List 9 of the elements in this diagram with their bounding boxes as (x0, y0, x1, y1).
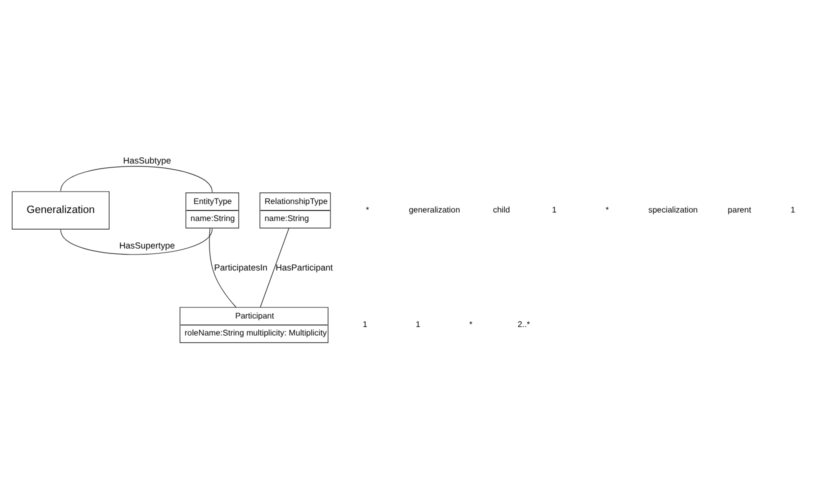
node-box: Generalization (11, 191, 109, 230)
edge-label: ParticipatesIn (214, 262, 267, 272)
edge-label: HasSubtype (122, 155, 171, 166)
edge-label: HasSupertype (118, 240, 174, 251)
connector (259, 228, 289, 308)
connector (208, 228, 236, 308)
connector (60, 166, 212, 192)
edge-label: HasParticipant (275, 262, 332, 272)
connector (60, 228, 212, 255)
